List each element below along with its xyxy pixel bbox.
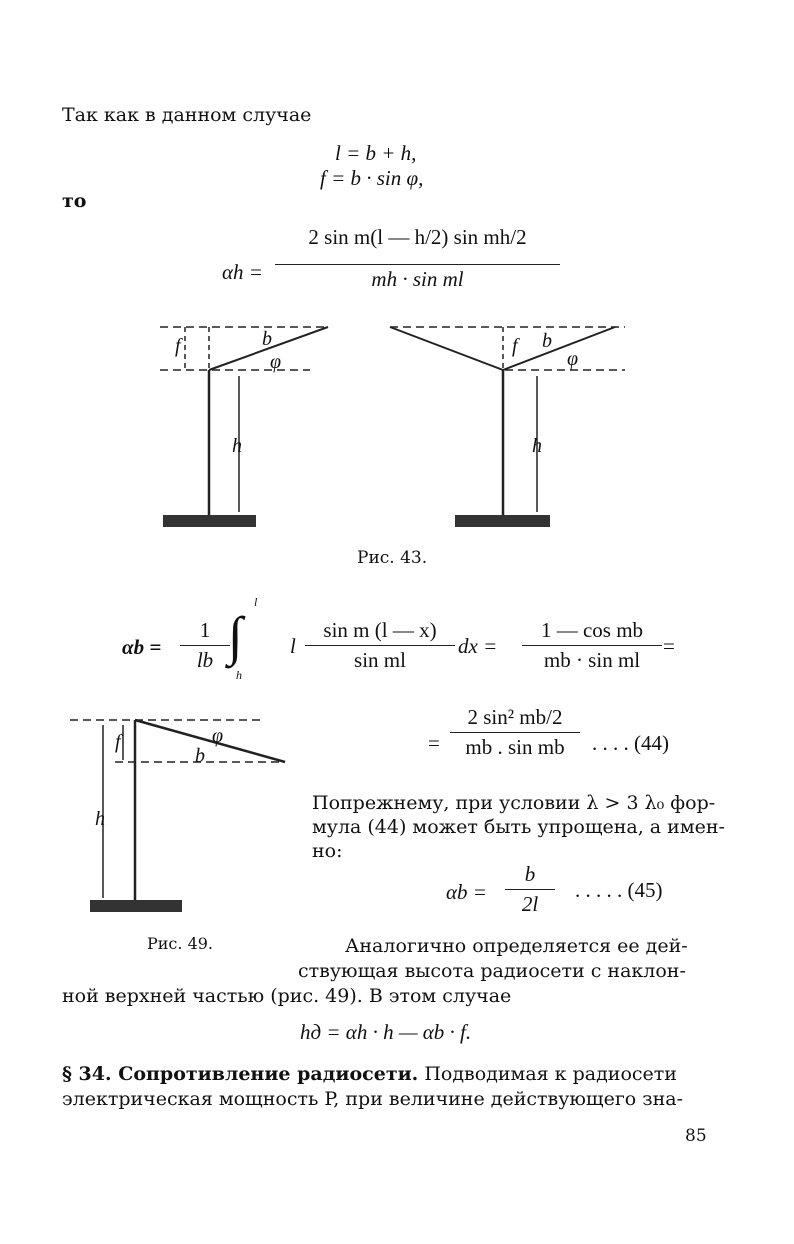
- section-line2: электрическая мощность P, при величине д…: [62, 1088, 684, 1110]
- fig49-label-h: h: [95, 808, 105, 830]
- fig43-label-f: f: [175, 335, 183, 357]
- integral-sign: ∫: [228, 606, 243, 666]
- fig43-caption: Рис. 43.: [357, 548, 428, 568]
- fig43-label-phi: φ: [270, 351, 281, 373]
- integral-lower-limit: h: [236, 668, 242, 682]
- intro-text: Так как в данном случае: [62, 104, 312, 126]
- paragraph2-line2: ствующая высота радиосети с наклон-: [298, 960, 686, 982]
- eq44-fraction: 2 sin² mb/2 mb . sin mb: [450, 705, 580, 760]
- frac1-numerator: 1: [199, 618, 211, 642]
- frac3-denominator: mb · sin ml: [543, 648, 641, 672]
- integrand-l: l: [290, 634, 296, 658]
- frac3-numerator: 1 — cos mb: [540, 618, 644, 642]
- eq45-numerator: b: [524, 862, 536, 886]
- alpha-h-denominator: mh · sin ml: [371, 267, 464, 291]
- paragraph2-line3: ной верхней частью (рис. 49). В этом слу…: [62, 985, 512, 1007]
- alpha-b-lhs: αb =: [122, 635, 162, 659]
- eq45-tag: . . . . . (45): [575, 878, 663, 902]
- alpha-b-frac3: 1 — cos mb mb · sin ml: [522, 618, 662, 673]
- fig43-right-label-f: f: [512, 335, 520, 357]
- fig43-right-label-b: b: [542, 330, 552, 352]
- eq45-fraction: b 2l: [505, 862, 555, 917]
- fig43-right-label-h: h: [532, 435, 542, 457]
- alpha-h-lhs: αh =: [222, 260, 263, 284]
- paragraph1-line2: мула (44) может быть упрощена, а имен-: [312, 816, 725, 838]
- fig43-label-h: h: [232, 435, 242, 457]
- frac2-denominator: sin ml: [354, 648, 406, 672]
- alpha-b-frac1: 1 lb: [180, 618, 230, 673]
- fig43-label-b: b: [262, 328, 272, 350]
- eq44-numerator: 2 sin² mb/2: [467, 705, 563, 729]
- eq44-denominator: mb . sin mb: [465, 735, 565, 759]
- equation-f: f = b · sin φ,: [320, 166, 424, 190]
- frac1-denominator: lb: [196, 648, 214, 672]
- page-number: 85: [685, 1126, 707, 1146]
- eq44-tag: . . . . (44): [592, 731, 669, 755]
- equals-sign: =: [663, 634, 675, 658]
- eq45-denominator: 2l: [521, 892, 539, 916]
- alpha-h-numerator: 2 sin m(l — h/2) sin mh/2: [308, 225, 527, 249]
- eq45-lhs: αb =: [446, 880, 487, 904]
- paragraph2-line1: Аналогично определяется ее дей-: [345, 935, 688, 957]
- alpha-b-frac2: sin m (l — x) sin ml: [305, 618, 455, 673]
- fig49-label-b: b: [195, 745, 205, 767]
- integral-upper-limit: l: [254, 595, 258, 609]
- then-text: то: [62, 190, 87, 212]
- section-title: § 34. Сопротивление радиосети.: [62, 1063, 419, 1085]
- equation-hd: hд = αh · h — αb · f.: [300, 1020, 472, 1044]
- fig49-label-phi: φ: [212, 725, 223, 747]
- paragraph1-line1: Попрежнему, при условии λ > 3 λ₀ фор-: [312, 792, 716, 814]
- equation-l: l = b + h,: [335, 141, 417, 165]
- fig49-label-f: f: [115, 731, 123, 753]
- fig43-right-label-phi: φ: [567, 348, 578, 370]
- section-text1: Подводимая к радиосети: [418, 1063, 677, 1085]
- alpha-h-fraction: 2 sin m(l — h/2) sin mh/2 mh · sin ml: [275, 225, 560, 292]
- fig49-caption: Рис. 49.: [147, 934, 214, 953]
- frac2-numerator: sin m (l — x): [323, 618, 437, 642]
- dx-equals: dx =: [458, 634, 498, 658]
- section-line1: § 34. Сопротивление радиосети. Подводима…: [62, 1063, 677, 1085]
- paragraph1-line3: но:: [312, 840, 343, 862]
